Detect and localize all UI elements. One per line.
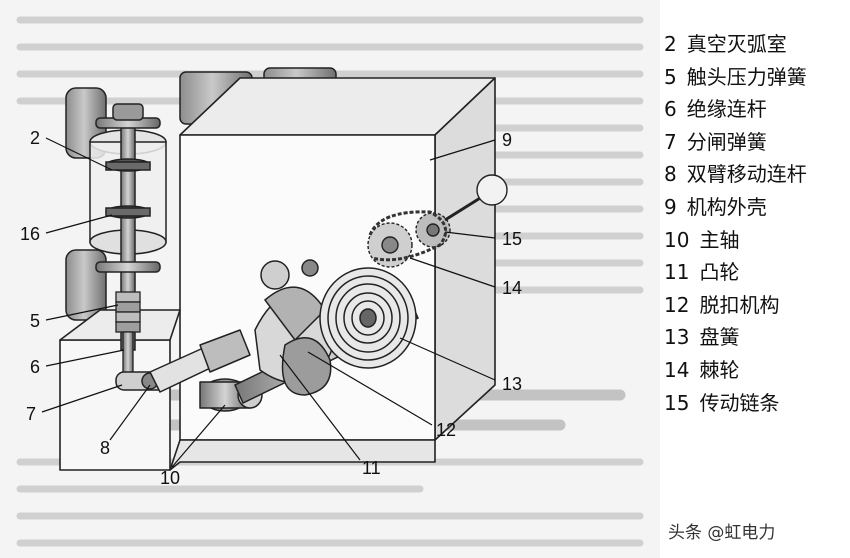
watermark: 头条 @虹电力 (668, 523, 776, 543)
callout-8: 8 (100, 438, 110, 458)
callout-6: 6 (30, 357, 40, 377)
callout-15: 15 (502, 229, 522, 249)
legend-number: 14 (664, 357, 690, 382)
legend-item: 5 触头压力弹簧 (664, 61, 850, 94)
legend-label: 棘轮 (699, 357, 740, 382)
vacuum-interrupter (89, 103, 167, 351)
legend-number: 15 (664, 390, 690, 415)
legend-item: 13 盘簧 (664, 321, 850, 354)
callout-10: 10 (160, 468, 180, 488)
legend-number: 8 (664, 162, 677, 187)
callout-16: 16 (20, 224, 40, 244)
legend-label: 传动链条 (699, 390, 780, 415)
legend-item: 2 真空灭弧室 (664, 28, 850, 61)
part-legend: 2 真空灭弧室 5 触头压力弹簧 6 绝缘连杆 7 分闸弹簧 8 双臂移动连杆 9 机构外壳… (664, 28, 850, 419)
legend-number: 2 (664, 32, 677, 56)
legend-number: 5 (664, 64, 677, 89)
legend-label: 主轴 (699, 227, 740, 252)
ratchet-chain (367, 174, 508, 268)
legend-label: 凸轮 (699, 260, 740, 285)
legend-item: 6 绝缘连杆 (664, 93, 850, 126)
callout-2: 2 (30, 128, 40, 148)
leader-lines (41, 137, 496, 468)
legend-number: 10 (664, 227, 690, 252)
legend-label: 绝缘连杆 (686, 97, 767, 122)
legend-item: 8 双臂移动连杆 (664, 158, 850, 191)
legend-number: 13 (664, 325, 690, 350)
legend-label: 脱扣机构 (699, 292, 780, 317)
legend-number: 9 (664, 194, 677, 219)
legend-number: 6 (664, 97, 677, 122)
legend-item: 11 凸轮 (664, 256, 850, 289)
legend-number: 12 (664, 292, 690, 317)
callout-11: 11 (362, 458, 381, 478)
callout-9: 9 (502, 130, 512, 150)
legend-item: 9 机构外壳 (664, 191, 850, 224)
legend-label: 机构外壳 (686, 194, 767, 219)
legend-label: 分闸弹簧 (686, 129, 767, 154)
legend-item: 14 棘轮 (664, 354, 850, 387)
contact-spring (115, 291, 141, 378)
legend-label: 真空灭弧室 (686, 32, 787, 56)
callout-7: 7 (26, 404, 36, 424)
legend-number: 11 (664, 260, 690, 285)
clock-spring (319, 267, 417, 369)
callout-13: 13 (502, 374, 522, 394)
callout-labels: 2 16 5 6 7 8 10 11 12 13 14 15 9 (20, 128, 522, 488)
legend-number: 7 (664, 129, 677, 154)
legend-item: 12 脱扣机构 (664, 289, 850, 322)
callout-12: 12 (436, 420, 456, 440)
callout-14: 14 (502, 278, 522, 298)
legend-item: 10 主轴 (664, 224, 850, 257)
legend-item: 15 传动链条 (664, 387, 850, 420)
legend-label: 触头压力弹簧 (686, 64, 807, 89)
callout-5: 5 (30, 311, 40, 331)
legend-label: 双臂移动连杆 (686, 162, 807, 187)
legend-label: 盘簧 (699, 325, 740, 350)
legend-item: 7 分闸弹簧 (664, 126, 850, 159)
